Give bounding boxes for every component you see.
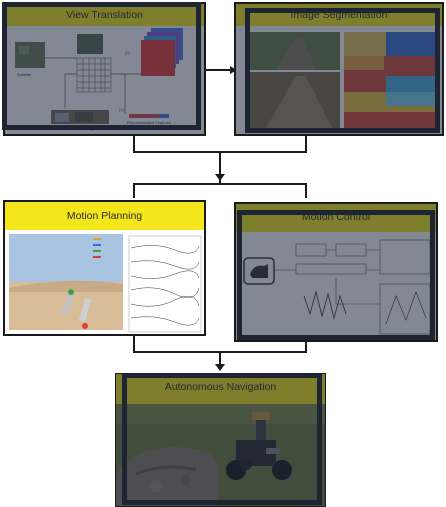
legend-swatches — [93, 238, 101, 258]
robot-arm-1 — [61, 292, 75, 316]
connector-seg-to-merge — [220, 136, 307, 153]
label-step1: (1) — [119, 107, 124, 112]
connector-split — [133, 183, 307, 198]
view-translation-title: View Translation — [5, 4, 204, 26]
connector-view-to-merge — [133, 136, 220, 153]
label-street-view: Street View Images — [63, 126, 98, 131]
representation-bar — [129, 114, 159, 118]
label-step2: (2) — [125, 50, 130, 55]
segmentation-grid — [250, 32, 436, 128]
grid-block — [76, 57, 112, 93]
satellite-image — [15, 42, 45, 68]
robot-arm-2 — [79, 298, 91, 322]
signal-wave — [303, 290, 347, 320]
autonomous-navigation-photo — [116, 404, 325, 506]
motion-planning-panel: Motion Planning — [3, 200, 206, 336]
connector-control-to-merge — [220, 340, 307, 353]
autonomous-navigation-title: Autonomous Navigation — [116, 374, 325, 404]
plots-column — [128, 235, 202, 333]
image-segmentation-title: Image Segmentation — [236, 4, 442, 26]
connector-planning-to-merge — [133, 336, 220, 353]
arrowhead-to-seg — [230, 66, 237, 74]
motion-planning-title: Motion Planning — [5, 202, 204, 230]
motion-control-panel: Motion Control — [234, 202, 438, 342]
motion-control-title: Motion Control — [236, 204, 436, 232]
satellite-image-2 — [77, 34, 103, 54]
motion-control-diagram — [243, 239, 431, 335]
sky — [9, 234, 123, 282]
feature-stack — [141, 28, 183, 76]
autonomous-navigation-panel: Autonomous Navigation — [115, 373, 326, 507]
image-segmentation-panel: Image Segmentation — [234, 2, 444, 136]
view-translation-panel: View Translation (2) (1) Street View Ima… — [3, 2, 206, 136]
arrowhead-to-nav — [215, 364, 225, 371]
label-satellite: Satellite — [17, 72, 32, 77]
label-representation: Representation Features — [127, 120, 172, 125]
control-blocks — [274, 239, 431, 335]
motion-planning-visual — [9, 234, 202, 333]
view-translation-diagram — [15, 28, 183, 124]
arrowhead-to-split — [215, 174, 225, 181]
